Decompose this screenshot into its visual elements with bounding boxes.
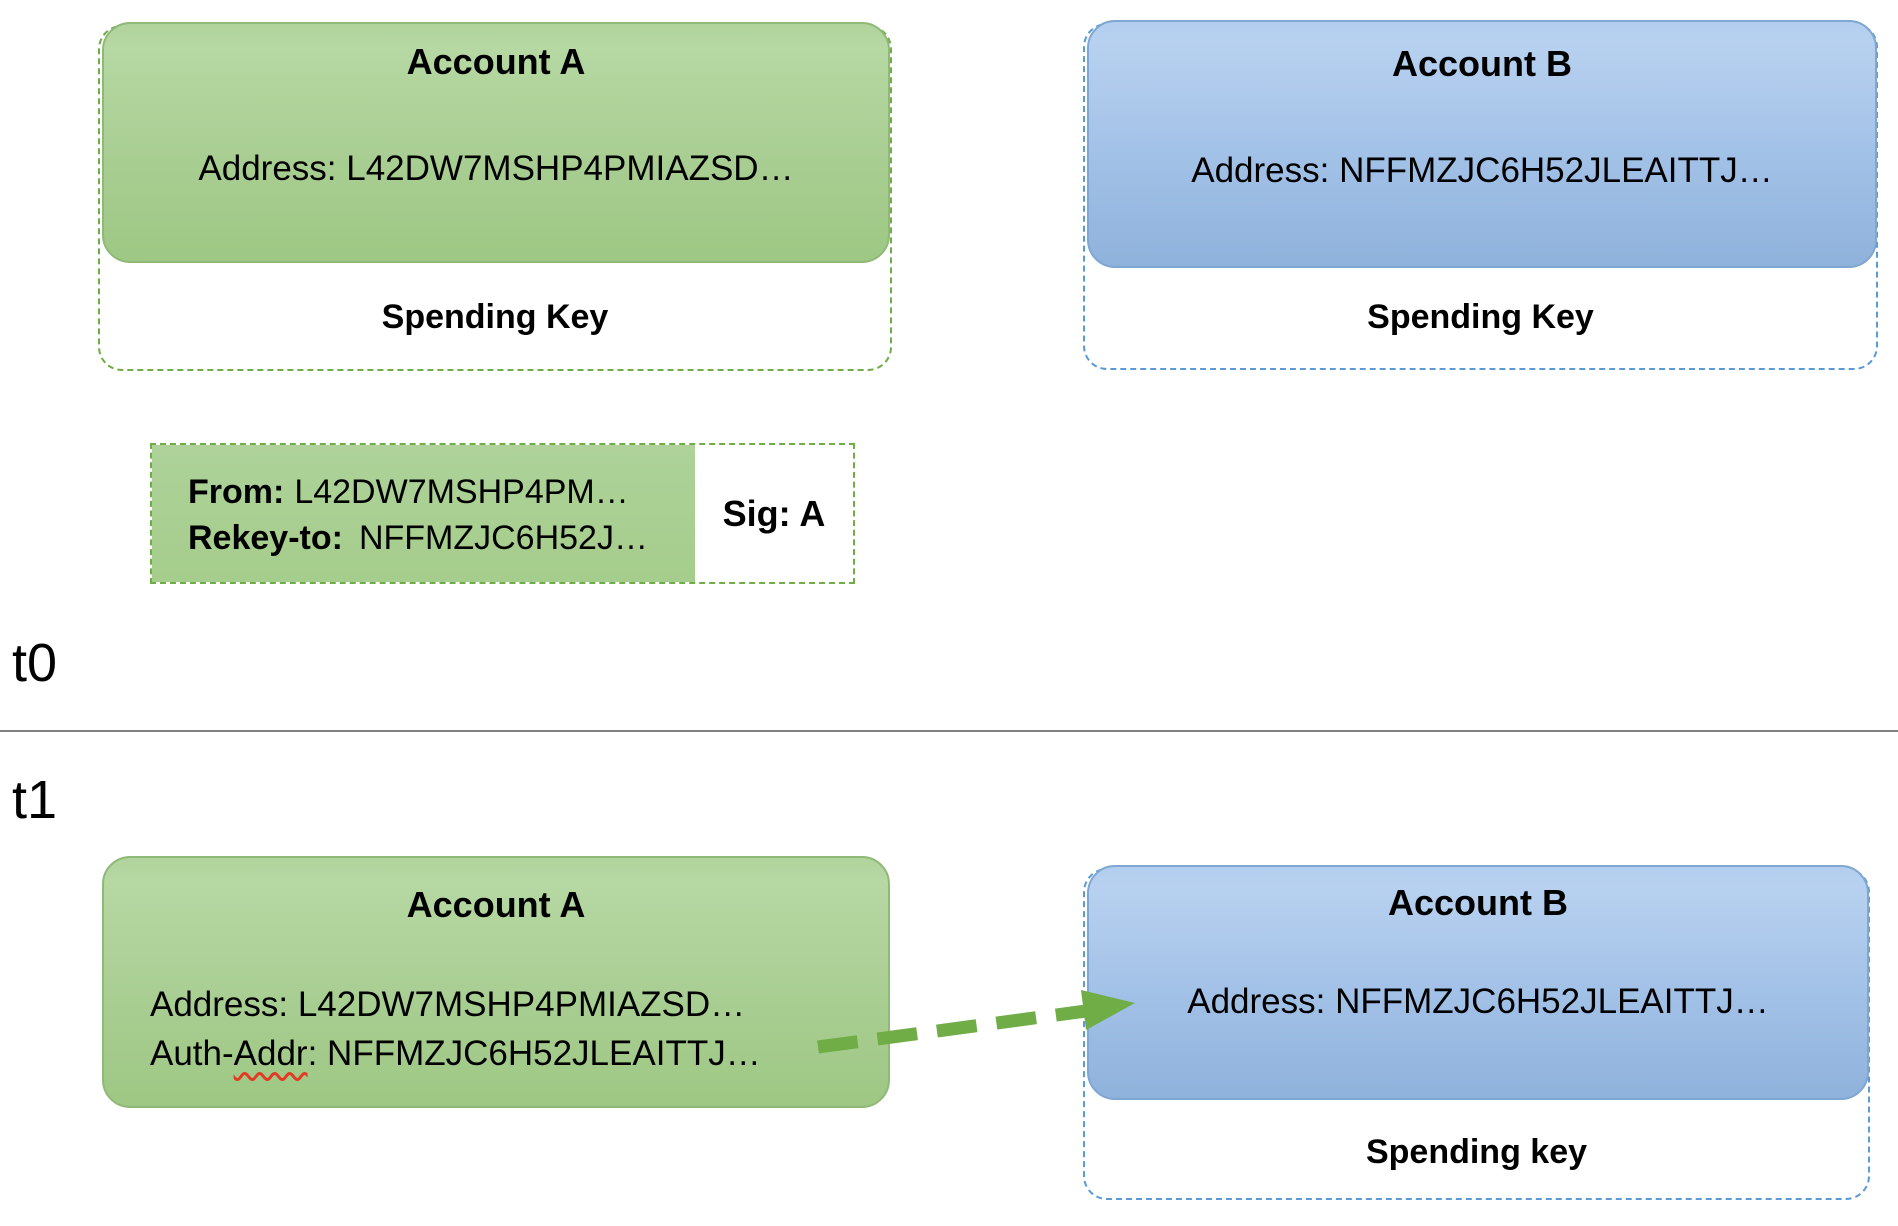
txn-rekey-to-value: NFFMZJC6H52J…: [358, 519, 648, 557]
account-b-box-t0: Account B Address: NFFMZJC6H52JLEAITTJ…: [1087, 20, 1877, 268]
account-a-box-t1: Account A Address: L42DW7MSHP4PMIAZSD… A…: [102, 856, 890, 1108]
txn-from-line: From:L42DW7MSHP4PM…: [188, 469, 629, 515]
txn-rekey-to-label: Rekey-to:: [188, 519, 343, 557]
account-b-title-t1: Account B: [1388, 882, 1568, 923]
rekey-arrow: [817, 990, 1135, 1054]
txn-from-label: From:: [188, 473, 285, 511]
rekey-transaction-box: From:L42DW7MSHP4PM… Rekey-to: NFFMZJC6H52…: [150, 443, 855, 584]
account-a-address-t1: Address: L42DW7MSHP4PMIAZSD…: [150, 985, 746, 1024]
account-a-title-t0: Account A: [406, 41, 586, 82]
txn-from-value: L42DW7MSHP4PM…: [294, 473, 629, 511]
timeline-t1-label: t1: [12, 770, 58, 830]
account-a-address-t0: Address: L42DW7MSHP4PMIAZSD…: [198, 149, 794, 188]
auth-addr-prefix: Auth-: [150, 1034, 234, 1073]
timeline-t0-label: t0: [12, 633, 58, 693]
account-b-address-t0: Address: NFFMZJC6H52JLEAITTJ…: [1191, 151, 1773, 190]
txn-rekey-to-line: Rekey-to: NFFMZJC6H52J…: [188, 515, 648, 561]
spellcheck-squiggle: Addr: [233, 1034, 308, 1073]
spending-key-label-a-t0: Spending Key: [381, 298, 609, 336]
account-b-address-t1: Address: NFFMZJC6H52JLEAITTJ…: [1187, 982, 1769, 1021]
account-a-title-t1: Account A: [406, 884, 586, 925]
account-a-box-t0: Account A Address: L42DW7MSHP4PMIAZSD…: [102, 22, 890, 263]
spending-key-label-b-t0: Spending Key: [1367, 298, 1594, 336]
txn-signature-label: Sig: A: [722, 492, 826, 534]
account-a-auth-addr-line: Auth-Addr: NFFMZJC6H52JLEAITTJ…: [150, 1029, 761, 1078]
timeline-divider: [0, 730, 1898, 732]
account-b-title-t0: Account B: [1392, 43, 1572, 84]
auth-addr-rest: : NFFMZJC6H52JLEAITTJ…: [307, 1034, 761, 1073]
account-b-box-t1: Account B Address: NFFMZJC6H52JLEAITTJ…: [1087, 865, 1869, 1100]
spending-key-label-b-t1: Spending key: [1365, 1133, 1588, 1171]
account-a-details-t1: Address: L42DW7MSHP4PMIAZSD… Auth-Addr: …: [150, 980, 761, 1078]
rekey-transaction-fields: From:L42DW7MSHP4PM… Rekey-to: NFFMZJC6H52…: [152, 445, 695, 582]
